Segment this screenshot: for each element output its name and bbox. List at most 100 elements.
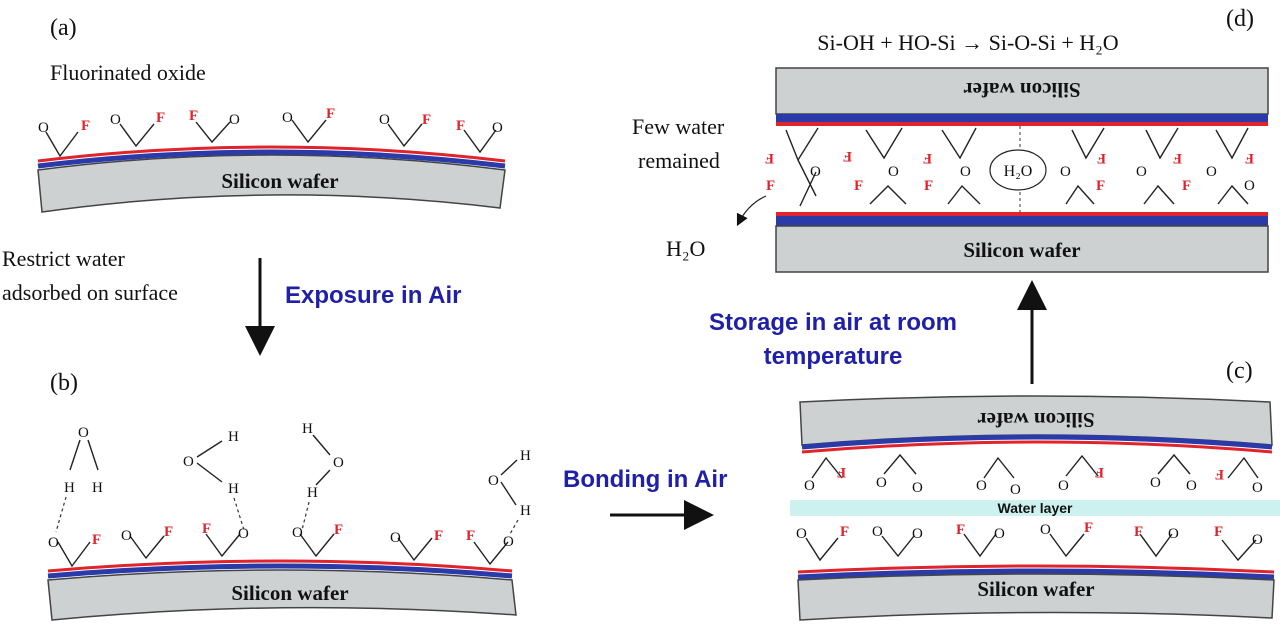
svg-text:F: F [843, 148, 852, 164]
svg-text:F: F [422, 112, 431, 128]
water-2: O H H [183, 429, 245, 531]
svg-text:F: F [1214, 524, 1223, 540]
svg-text:H: H [228, 481, 239, 497]
svg-text:F: F [766, 178, 775, 194]
svg-text:O: O [488, 473, 499, 489]
panel-d-label: (d) [1226, 6, 1254, 32]
few-water-line1: Few water [632, 114, 725, 139]
svg-text:O: O [1150, 475, 1161, 491]
svg-text:H: H [302, 421, 313, 437]
wafer-a [37, 154, 506, 213]
exposure-in-air-label: Exposure in Air [285, 282, 461, 309]
svg-text:F: F [434, 528, 443, 544]
svg-text:F: F [765, 150, 774, 166]
svg-text:H: H [520, 448, 531, 464]
svg-text:H: H [520, 503, 531, 519]
wafer-label-b: Silicon wafer [231, 581, 348, 605]
svg-text:F: F [1095, 464, 1104, 480]
svg-text:F: F [923, 150, 932, 166]
svg-text:O: O [1010, 482, 1021, 498]
svg-text:O: O [229, 112, 240, 128]
svg-text:O: O [1252, 480, 1263, 496]
svg-text:F: F [189, 108, 198, 124]
svg-text:F: F [1215, 466, 1224, 482]
svg-text:O: O [492, 120, 503, 136]
svg-text:O: O [48, 535, 59, 551]
svg-text:O: O [1168, 526, 1179, 542]
svg-text:F: F [1096, 178, 1105, 194]
water-layer [790, 500, 1280, 516]
panel-c: (c) Silicon wafer O F O O O O O F O O F O Wate… [790, 358, 1280, 621]
oxide-layer-c-bottom [797, 564, 1275, 574]
svg-text:F: F [456, 118, 465, 134]
svg-text:O: O [796, 526, 807, 542]
wafer-b [47, 569, 517, 621]
panel-a-label: (a) [50, 15, 77, 41]
svg-text:O: O [121, 528, 132, 544]
svg-text:O: O [1206, 164, 1217, 180]
svg-text:O: O [183, 454, 194, 470]
svg-text:O: O [78, 425, 89, 441]
restrict-water-line1: Restrict water [2, 246, 125, 271]
svg-text:H: H [64, 480, 75, 496]
svg-text:F: F [1097, 150, 1106, 166]
svg-text:O: O [804, 478, 815, 494]
bonding-in-air-label: Bonding in Air [563, 466, 727, 493]
svg-text:O: O [292, 525, 303, 541]
svg-text:F: F [156, 110, 165, 126]
reaction-equation: Si-OH + HO-Si → Si-O-Si + H₂O [817, 30, 1118, 55]
h2o-bubble-label: H₂O [1004, 163, 1033, 180]
bridges-d: F F O F F O F F O H₂O O F F O F F [765, 126, 1255, 212]
svg-text:O: O [1244, 178, 1255, 194]
panel-b-label: (b) [50, 370, 78, 396]
svg-text:F: F [1182, 178, 1191, 194]
svg-text:F: F [840, 524, 849, 540]
silicon-layer-c-top [801, 434, 1273, 450]
h2o-bubble [989, 149, 1047, 191]
wafer-c-bottom [797, 573, 1275, 621]
oxide-layer-d-top [776, 122, 1268, 126]
oxide-layer-d-bottom [776, 212, 1268, 216]
svg-text:F: F [81, 118, 90, 134]
h2o-escape-label: H₂O [666, 236, 705, 261]
restrict-water-line2: adsorbed on surface [2, 280, 178, 305]
svg-text:F: F [326, 106, 335, 122]
svg-text:O: O [872, 524, 883, 540]
svg-text:F: F [837, 464, 846, 480]
silicon-layer-c-bottom [797, 568, 1275, 580]
svg-text:F: F [1134, 524, 1143, 540]
svg-text:O: O [238, 526, 249, 542]
fluorinated-oxide-title: Fluorinated oxide [50, 60, 206, 85]
svg-text:F: F [1173, 150, 1182, 166]
water-3: H O H [301, 421, 344, 531]
water-layer-label: Water layer [998, 500, 1074, 516]
silicon-layer-d-top [776, 114, 1268, 122]
svg-text:O: O [912, 526, 923, 542]
water-4: O H H [488, 448, 531, 535]
svg-text:F: F [956, 522, 965, 538]
panel-c-label: (c) [1226, 358, 1253, 384]
svg-text:O: O [960, 164, 971, 180]
wafer-label-c-top: Silicon wafer [977, 408, 1094, 432]
svg-text:O: O [38, 120, 49, 136]
svg-text:O: O [1040, 522, 1051, 538]
svg-text:O: O [1058, 478, 1069, 494]
silicon-layer-b [47, 563, 513, 579]
svg-text:O: O [888, 164, 899, 180]
svg-text:O: O [379, 112, 390, 128]
svg-text:O: O [976, 478, 987, 494]
wafer-label-a: Silicon wafer [221, 169, 338, 193]
